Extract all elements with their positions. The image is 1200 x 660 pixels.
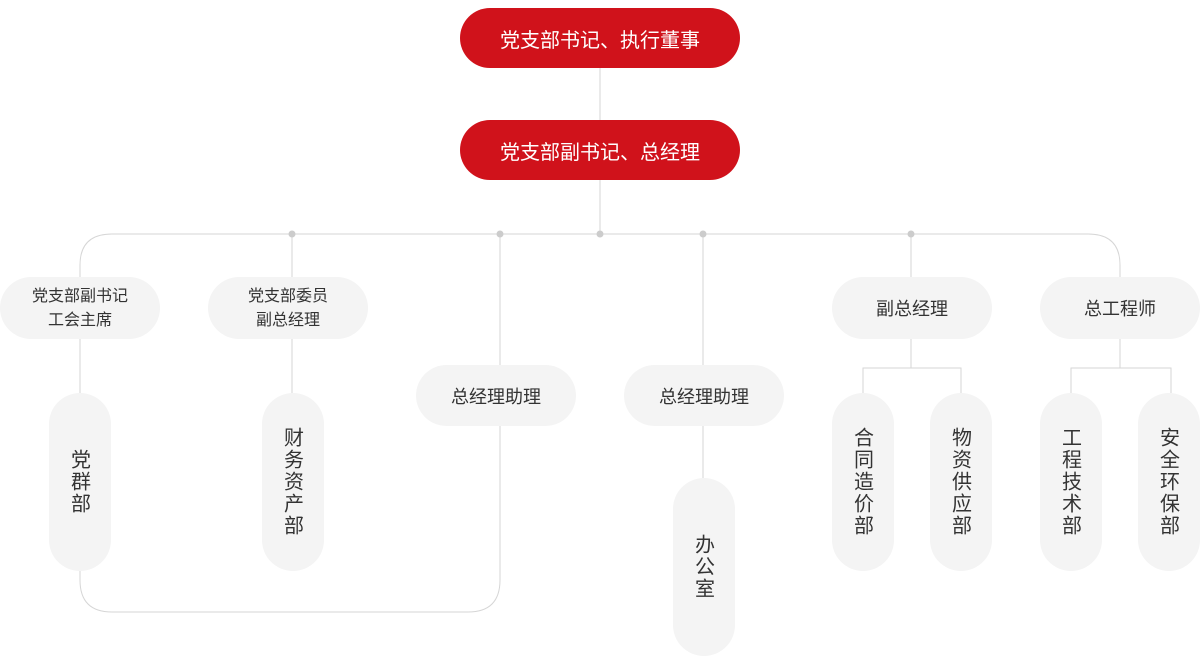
deputy-secretary-line1: 党支部副书记 <box>31 286 128 305</box>
office-dept-node[interactable]: 办公室 <box>673 478 735 656</box>
deputy-gm-node[interactable]: 副总经理 <box>832 277 992 339</box>
committee-member-line2: 副总经理 <box>255 310 320 329</box>
assistant-gm-label-1: 总经理助理 <box>451 386 541 408</box>
contract-cost-dept-label: 合同造价部 <box>850 427 875 537</box>
finance-assets-dept-label: 财务资产部 <box>280 427 305 537</box>
assistant-gm-node-1[interactable]: 总经理助理 <box>416 365 576 426</box>
assistant-gm-label-2: 总经理助理 <box>659 386 749 408</box>
chief-engineer-node[interactable]: 总工程师 <box>1040 277 1200 339</box>
party-mass-dept-node[interactable]: 党群部 <box>49 393 111 571</box>
finance-assets-dept-node[interactable]: 财务资产部 <box>262 393 324 571</box>
material-supply-dept-label: 物资供应部 <box>948 427 973 537</box>
horizontal-bus <box>79 233 1121 277</box>
material-supply-dept-node[interactable]: 物资供应部 <box>930 393 992 571</box>
chairman-label: 党支部书记、执行董事 <box>500 27 700 52</box>
party-mass-dept-label: 党群部 <box>67 449 92 515</box>
engineering-tech-dept-label: 工程技术部 <box>1058 427 1083 537</box>
general-manager-node[interactable]: 党支部副书记、总经理 <box>460 120 740 180</box>
deputy-secretary-node[interactable]: 党支部副书记 工会主席 <box>0 277 160 339</box>
general-manager-label: 党支部副书记、总经理 <box>500 139 700 164</box>
line-party-assistant-loop <box>79 426 501 613</box>
deputy-gm-label: 副总经理 <box>876 299 948 320</box>
safety-env-dept-label: 安全环保部 <box>1156 427 1181 537</box>
office-dept-label: 办公室 <box>691 534 716 600</box>
chairman-node[interactable]: 党支部书记、执行董事 <box>460 8 740 68</box>
deputy-secretary-line2: 工会主席 <box>47 310 112 329</box>
committee-member-line1: 党支部委员 <box>247 286 328 305</box>
junction-dot <box>907 230 915 238</box>
engineering-tech-dept-node[interactable]: 工程技术部 <box>1040 393 1102 571</box>
line-deputy-gm-branch <box>862 339 962 393</box>
junction-dot <box>288 230 296 238</box>
contract-cost-dept-node[interactable]: 合同造价部 <box>832 393 894 571</box>
chief-engineer-label: 总工程师 <box>1084 299 1156 320</box>
line-chief-eng-branch <box>1070 339 1172 393</box>
assistant-gm-node-2[interactable]: 总经理助理 <box>624 365 784 426</box>
junction-dot <box>699 230 707 238</box>
safety-env-dept-node[interactable]: 安全环保部 <box>1138 393 1200 571</box>
committee-member-node[interactable]: 党支部委员 副总经理 <box>208 277 368 339</box>
junction-dot <box>596 230 604 238</box>
junction-dot <box>496 230 504 238</box>
